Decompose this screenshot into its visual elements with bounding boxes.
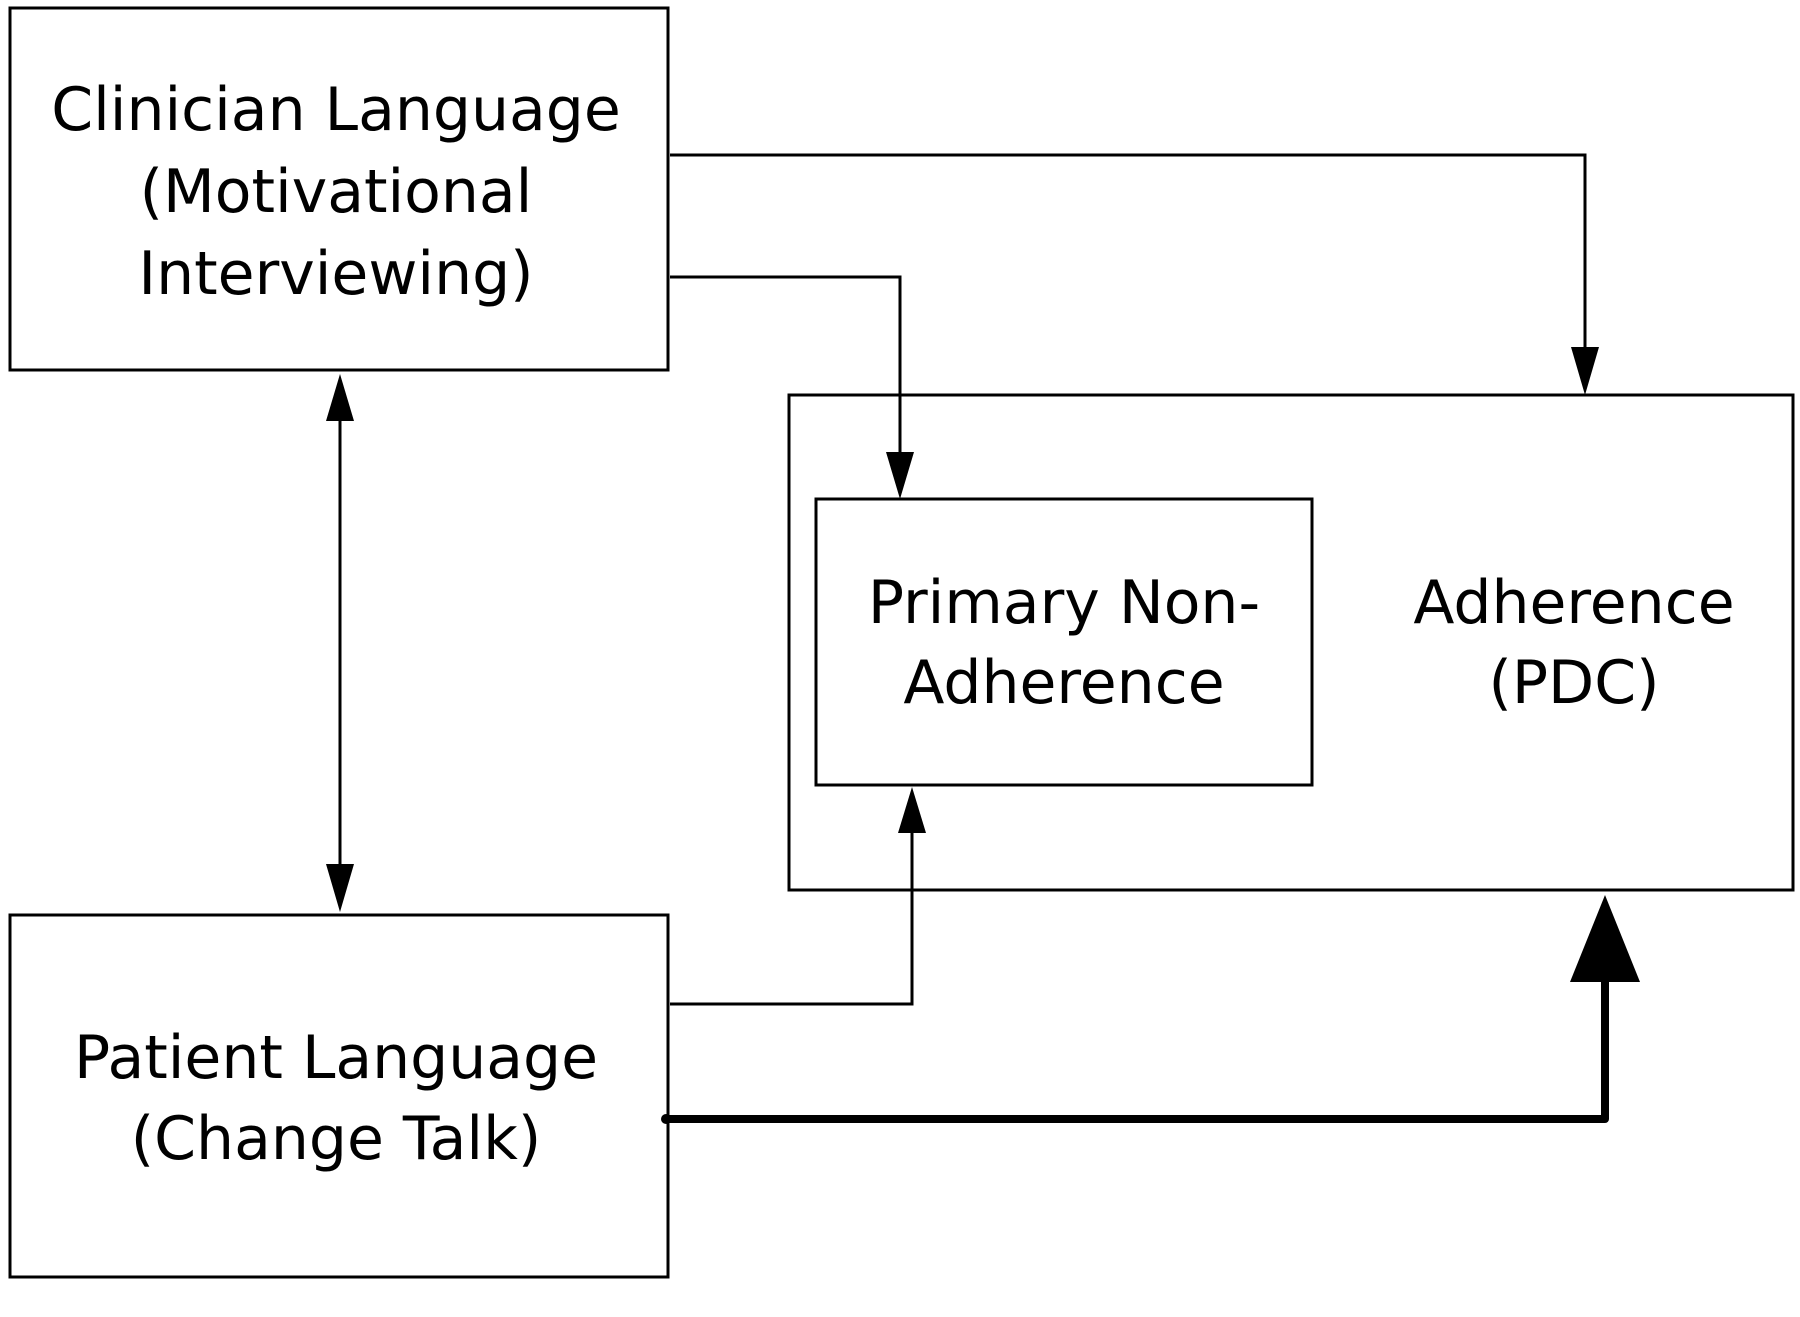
- clinician-label-line3: Interviewing): [138, 239, 533, 309]
- clinician-label-line1: Clinician Language: [51, 75, 621, 145]
- adherence-label-line1: Adherence: [1413, 568, 1734, 638]
- clinician-language-box: [8, 6, 670, 372]
- arrowhead-primary-non-adherence-bottom: [898, 787, 926, 833]
- patient-language-box: [8, 913, 670, 1279]
- clinician-label-line2: (Motivational: [140, 157, 533, 227]
- edge-patient-to-primary-non-adherence: [670, 787, 926, 1006]
- adherence-label-line2: (PDC): [1488, 648, 1659, 718]
- primary-non-adherence-box: [814, 497, 1314, 787]
- patient-label-line1: Patient Language: [74, 1023, 598, 1093]
- arrowhead-clinician-bottom: [326, 374, 354, 421]
- arrowhead-adherence-bottom-bold: [1570, 895, 1640, 982]
- edge-patient-to-adherence-bold: [661, 895, 1640, 1124]
- edge-clinician-patient-bidirectional: [326, 374, 354, 912]
- patient-label-line2: (Change Talk): [131, 1104, 542, 1174]
- primary-non-adherence-label-line2: Adherence: [903, 648, 1224, 718]
- arrowhead-patient-top: [326, 864, 354, 912]
- arrowhead-primary-non-adherence-top: [886, 452, 914, 499]
- edge-clinician-to-adherence: [670, 153, 1599, 395]
- edge-clinician-to-primary-non-adherence: [670, 275, 914, 499]
- arrowhead-adherence-top: [1571, 347, 1599, 395]
- bold-edge-start-dot: [661, 1114, 671, 1124]
- primary-non-adherence-label-line1: Primary Non-: [868, 568, 1260, 638]
